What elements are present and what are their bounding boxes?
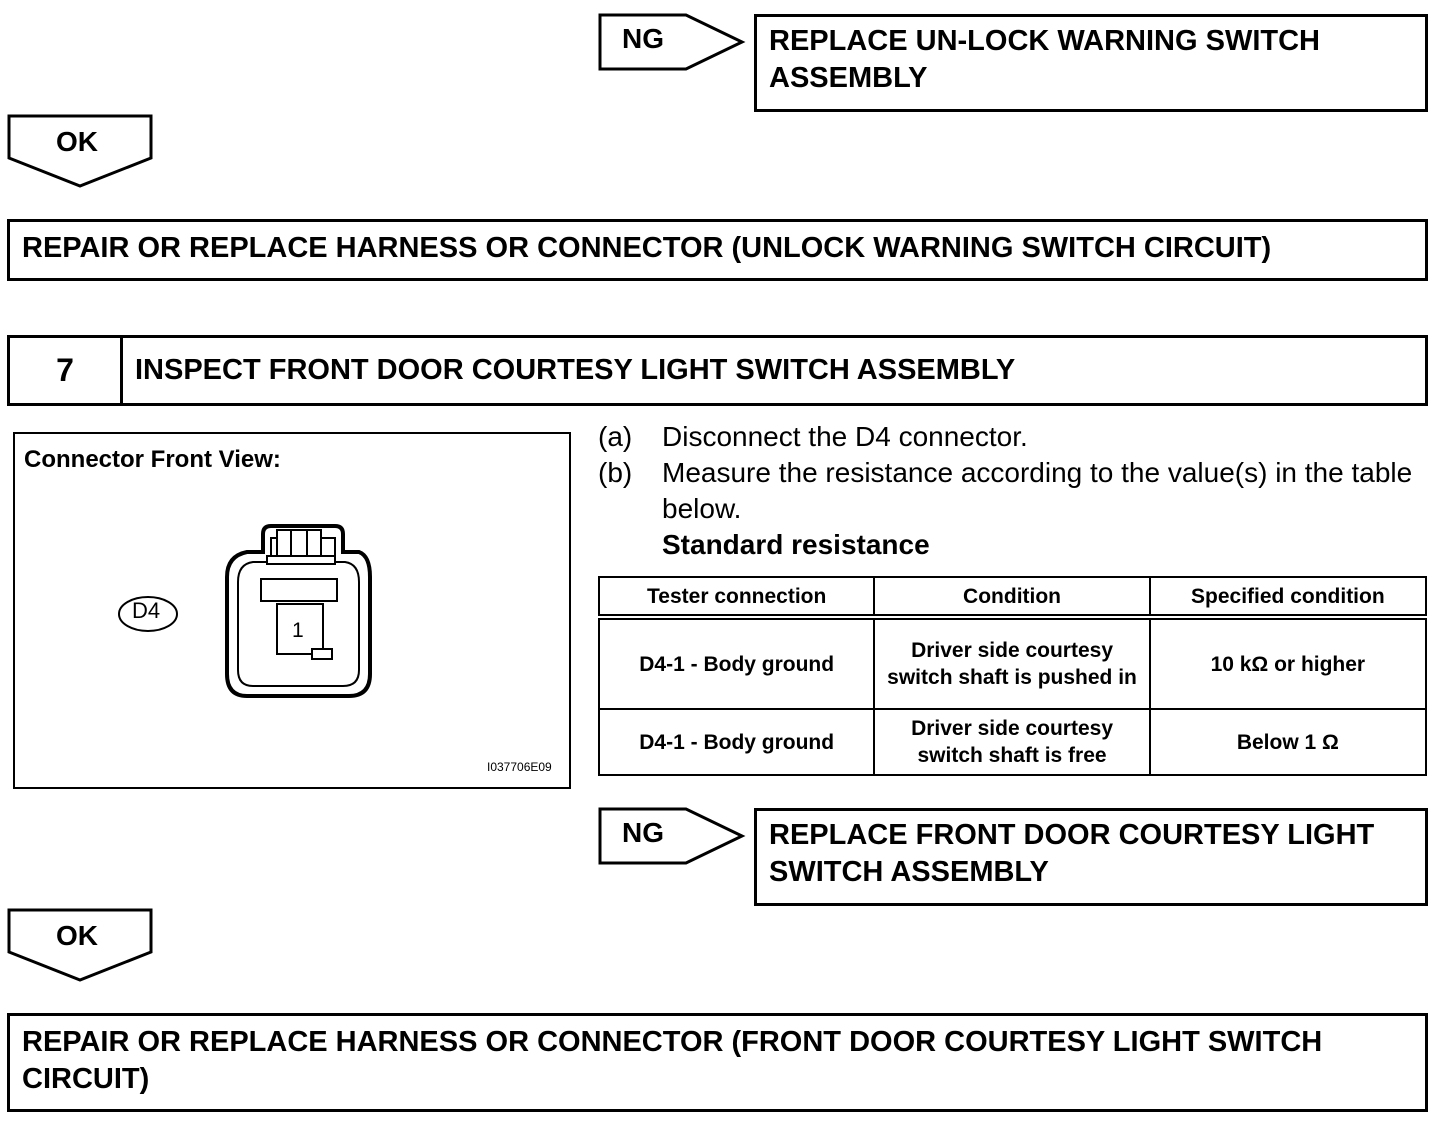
ok-arrow-shape [7,908,153,982]
table-header: Specified condition [1148,576,1428,620]
terminal-cavity [276,603,324,655]
ok-result-box-2: REPAIR OR REPLACE HARNESS OR CONNECTOR (… [7,1013,1428,1112]
ng-label: NG [622,817,664,848]
ng-label: NG [622,23,664,54]
step-title: INSPECT FRONT DOOR COURTESY LIGHT SWITCH… [135,354,1016,386]
connector-id-label: D4 [132,598,161,623]
table-row: D4-1 - Body ground Driver side courtesy … [597,616,1428,710]
table-header: Condition [873,576,1151,620]
figure-code: I037706E09 [487,760,552,774]
ng-result-box-1: REPLACE UN-LOCK WARNING SWITCH ASSEMBLY [754,14,1428,112]
table-header: Tester connection [597,576,876,620]
ng-flag-2: NG [598,807,746,865]
ng-result-text: REPLACE UN-LOCK WARNING SWITCH ASSEMBLY [769,25,1320,94]
table-cell: 10 kΩ or higher [1148,616,1428,710]
instruction-label: (a) [598,421,633,452]
ok-result-text: REPAIR OR REPLACE HARNESS OR CONNECTOR (… [22,1026,1323,1095]
connector-latch [276,529,322,557]
resistance-table: Tester connection Condition Specified co… [597,576,1428,776]
ng-arrow-shape [598,13,746,71]
standard-heading: Standard resistance [662,529,930,560]
ok-arrow-shape [7,114,153,188]
instruction-label: (b) [598,457,633,488]
connector-diagram: Connector Front View: D4 1 I037706E09 [13,432,571,789]
ok-flag-2: OK [7,908,155,984]
ok-label: OK [56,920,98,951]
instruction-text: Disconnect the D4 connector. [662,421,1028,452]
table-cell: D4-1 - Body ground [597,616,876,710]
ok-result-box-1: REPAIR OR REPLACE HARNESS OR CONNECTOR (… [7,219,1428,281]
table-cell: Driver side courtesy switch shaft is pus… [873,616,1151,710]
ng-result-box-2: REPLACE FRONT DOOR COURTESY LIGHT SWITCH… [754,808,1428,906]
table-cell: Below 1 Ω [1148,708,1428,776]
diagram-heading: Connector Front View: [24,446,281,473]
instruction-text: Measure the resistance according to the … [662,457,1413,524]
table-cell: D4-1 - Body ground [597,708,876,776]
ng-flag-1: NG [598,13,746,71]
connector-lock-bar [260,578,338,602]
table-header-row: Tester connection Condition Specified co… [597,576,1428,620]
connector-inner-shell [237,537,360,687]
step-header: 7 INSPECT FRONT DOOR COURTESY LIGHT SWIT… [7,335,1428,406]
table-cell: Driver side courtesy switch shaft is fre… [873,708,1151,776]
terminal-tab [311,648,333,660]
ok-label: OK [56,126,98,157]
connector-id-ellipse [118,596,178,632]
ok-flag-1: OK [7,114,155,190]
ok-result-text: REPAIR OR REPLACE HARNESS OR CONNECTOR (… [22,232,1272,264]
ng-arrow-shape [598,807,746,865]
table-row: D4-1 - Body ground Driver side courtesy … [597,708,1428,776]
connector-drawing [118,524,372,698]
step-number: 7 [10,338,123,403]
pin-number-label: 1 [292,619,304,642]
ng-result-text: REPLACE FRONT DOOR COURTESY LIGHT SWITCH… [769,819,1375,888]
